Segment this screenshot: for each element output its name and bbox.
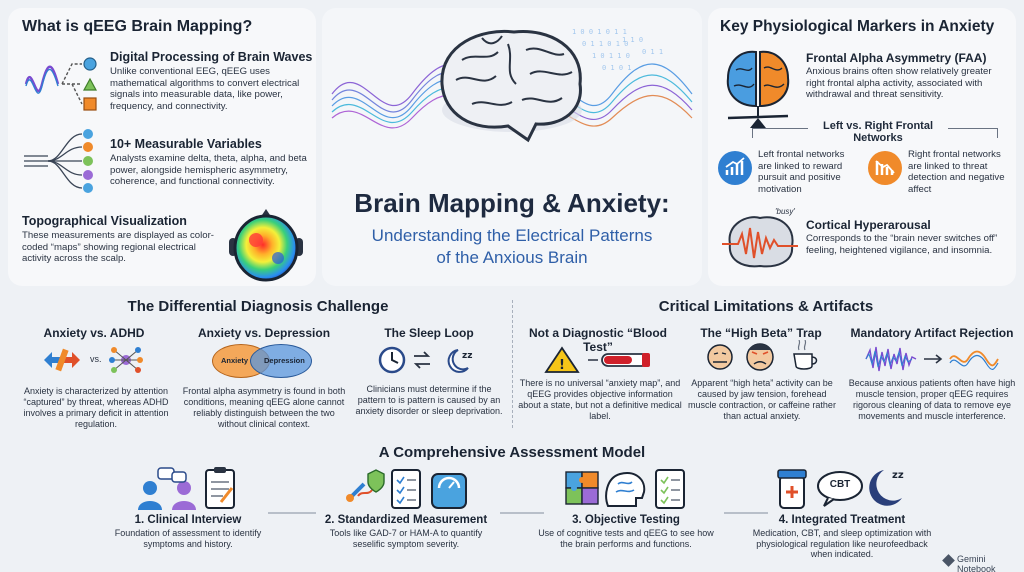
step-1-desc: Foundation of assessment to identify sym… xyxy=(114,528,262,549)
blood-test-col-title: Not a Diagnostic “Blood Test” xyxy=(529,326,667,354)
svg-text:!: ! xyxy=(559,358,565,373)
sleep-col-title: The Sleep Loop xyxy=(384,326,474,340)
flow-connector-1 xyxy=(268,512,316,514)
hyperarousal-desc: Corresponds to the “brain never switches… xyxy=(806,233,998,256)
high-beta-col-title: The “High Beta” Trap xyxy=(700,326,822,340)
flow-connector-2 xyxy=(500,512,544,514)
svg-text:1 0 1 1 0: 1 0 1 1 0 xyxy=(592,52,630,60)
topographical-title: Topographical Visualization xyxy=(22,214,187,228)
vs-label: vs. xyxy=(90,354,102,364)
left-network-desc: Left frontal networks are linked to rewa… xyxy=(758,149,845,195)
hero-subtitle-line2: of the Anxious Brain xyxy=(436,248,588,267)
signal-cleaning-icon xyxy=(865,346,999,372)
networks-title: Left vs. Right Frontal Networks xyxy=(808,120,948,144)
step-2-desc: Tools like GAD-7 or HAM-A to quantify se… xyxy=(329,528,483,549)
right-panel-title: Key Physiological Markers in Anxiety xyxy=(720,18,995,35)
step-1-title: 1. Clinical Interview xyxy=(134,514,242,526)
faa-title: Frontal Alpha Asymmetry (FAA) xyxy=(806,51,987,65)
flow-connector-3 xyxy=(724,512,768,514)
svg-text:1 1 0: 1 1 0 xyxy=(622,36,643,44)
digital-processing-title: Digital Processing of Brain Waves xyxy=(110,50,313,64)
signal-to-shapes-icon xyxy=(24,57,98,111)
hero-subtitle-line1: Understanding the Electrical Patterns xyxy=(371,226,653,245)
left-panel-title: What is qEEG Brain Mapping? xyxy=(22,18,253,35)
svg-text:1 0 0 1 0 1 1: 1 0 0 1 0 1 1 xyxy=(572,28,627,36)
blood-test-col-desc: There is no universal “anxiety map”, and… xyxy=(518,378,682,421)
svg-text:zz: zz xyxy=(892,470,904,481)
venn-anxiety-label: Anxiety xyxy=(221,356,249,365)
hero-title: Brain Mapping & Anxiety: xyxy=(354,188,670,218)
brain-balance-scale-icon xyxy=(726,50,790,128)
svg-text:0 1 1 0 1 0: 0 1 1 0 1 0 xyxy=(582,40,628,48)
right-network-desc: Right frontal networks are linked to thr… xyxy=(908,149,1005,195)
busy-label: 'busy' xyxy=(775,207,795,216)
tension-caffeine-icon xyxy=(707,340,818,371)
sleep-loop-icon: zz xyxy=(378,346,472,374)
venn-depression xyxy=(250,344,312,378)
artifact-col-title: Mandatory Artifact Rejection xyxy=(850,326,1014,340)
branching-variables-icon xyxy=(24,129,93,193)
measurable-variables-desc: Analysts examine delta, theta, alpha, an… xyxy=(110,153,307,187)
svg-text:zz: zz xyxy=(462,351,472,361)
assessment-title: A Comprehensive Assessment Model xyxy=(378,444,646,461)
warning-vial-icon: ! xyxy=(544,346,650,373)
section-divider xyxy=(512,300,513,428)
step-4-title: 4. Integrated Treatment xyxy=(778,514,906,526)
svg-text:0 1 0 1: 0 1 0 1 xyxy=(602,64,632,72)
step-3-desc: Use of cognitive tests and qEEG to see h… xyxy=(538,528,714,549)
adhd-col-title: Anxiety vs. ADHD xyxy=(43,326,145,340)
topographical-desc: These measurements are displayed as colo… xyxy=(22,230,214,264)
brain-waves-illustration: 1 0 0 1 0 1 1 0 1 1 0 1 0 1 0 1 1 0 0 1 0 … xyxy=(331,28,693,143)
high-beta-col-desc: Apparent “high heta” activity can be cau… xyxy=(688,378,836,421)
cbt-label: CBT xyxy=(829,479,851,490)
depression-col-title: Anxiety vs. Depression xyxy=(197,326,331,340)
growth-chart-icon xyxy=(718,151,752,185)
topographic-head-map-icon xyxy=(229,209,303,282)
step-4-desc: Medication, CBT, and sleep optimization … xyxy=(752,528,932,559)
anxiety-vs-adhd-icon xyxy=(44,347,143,373)
step-2-title: 2. Standardized Measurement xyxy=(324,514,488,526)
watermark: Gemini Notebook xyxy=(957,554,996,572)
hyperarousal-title: Cortical Hyperarousal xyxy=(806,218,931,232)
decline-chart-icon xyxy=(868,151,902,185)
clinical-interview-icon xyxy=(138,467,235,510)
depression-col-desc: Frontal alpha asymmetry is found in both… xyxy=(182,386,346,429)
faa-desc: Anxious brains often show relatively gre… xyxy=(806,66,992,100)
differential-title: The Differential Diagnosis Challenge xyxy=(127,298,389,315)
measurable-variables-title: 10+ Measurable Variables xyxy=(110,137,262,151)
svg-text:0 1 1: 0 1 1 xyxy=(642,48,663,56)
sleep-col-desc: Clinicians must determine if the pattern… xyxy=(355,384,503,416)
limitations-title: Critical Limitations & Artifacts xyxy=(658,298,874,315)
venn-depression-label: Depression xyxy=(264,356,305,365)
notebook-watermark-icon xyxy=(942,554,955,567)
adhd-col-desc: Anxiety is characterized by attention “c… xyxy=(23,386,169,429)
objective-testing-icon xyxy=(565,469,685,509)
standardized-measurement-icon xyxy=(346,469,467,509)
step-3-title: 3. Objective Testing xyxy=(572,514,680,526)
integrated-treatment-icon: zz xyxy=(777,469,904,509)
busy-brain-icon xyxy=(722,216,798,268)
digital-processing-desc: Unlike conventional EEG, qEEG uses mathe… xyxy=(110,66,300,112)
artifact-col-desc: Because anxious patients often have high… xyxy=(848,378,1016,421)
